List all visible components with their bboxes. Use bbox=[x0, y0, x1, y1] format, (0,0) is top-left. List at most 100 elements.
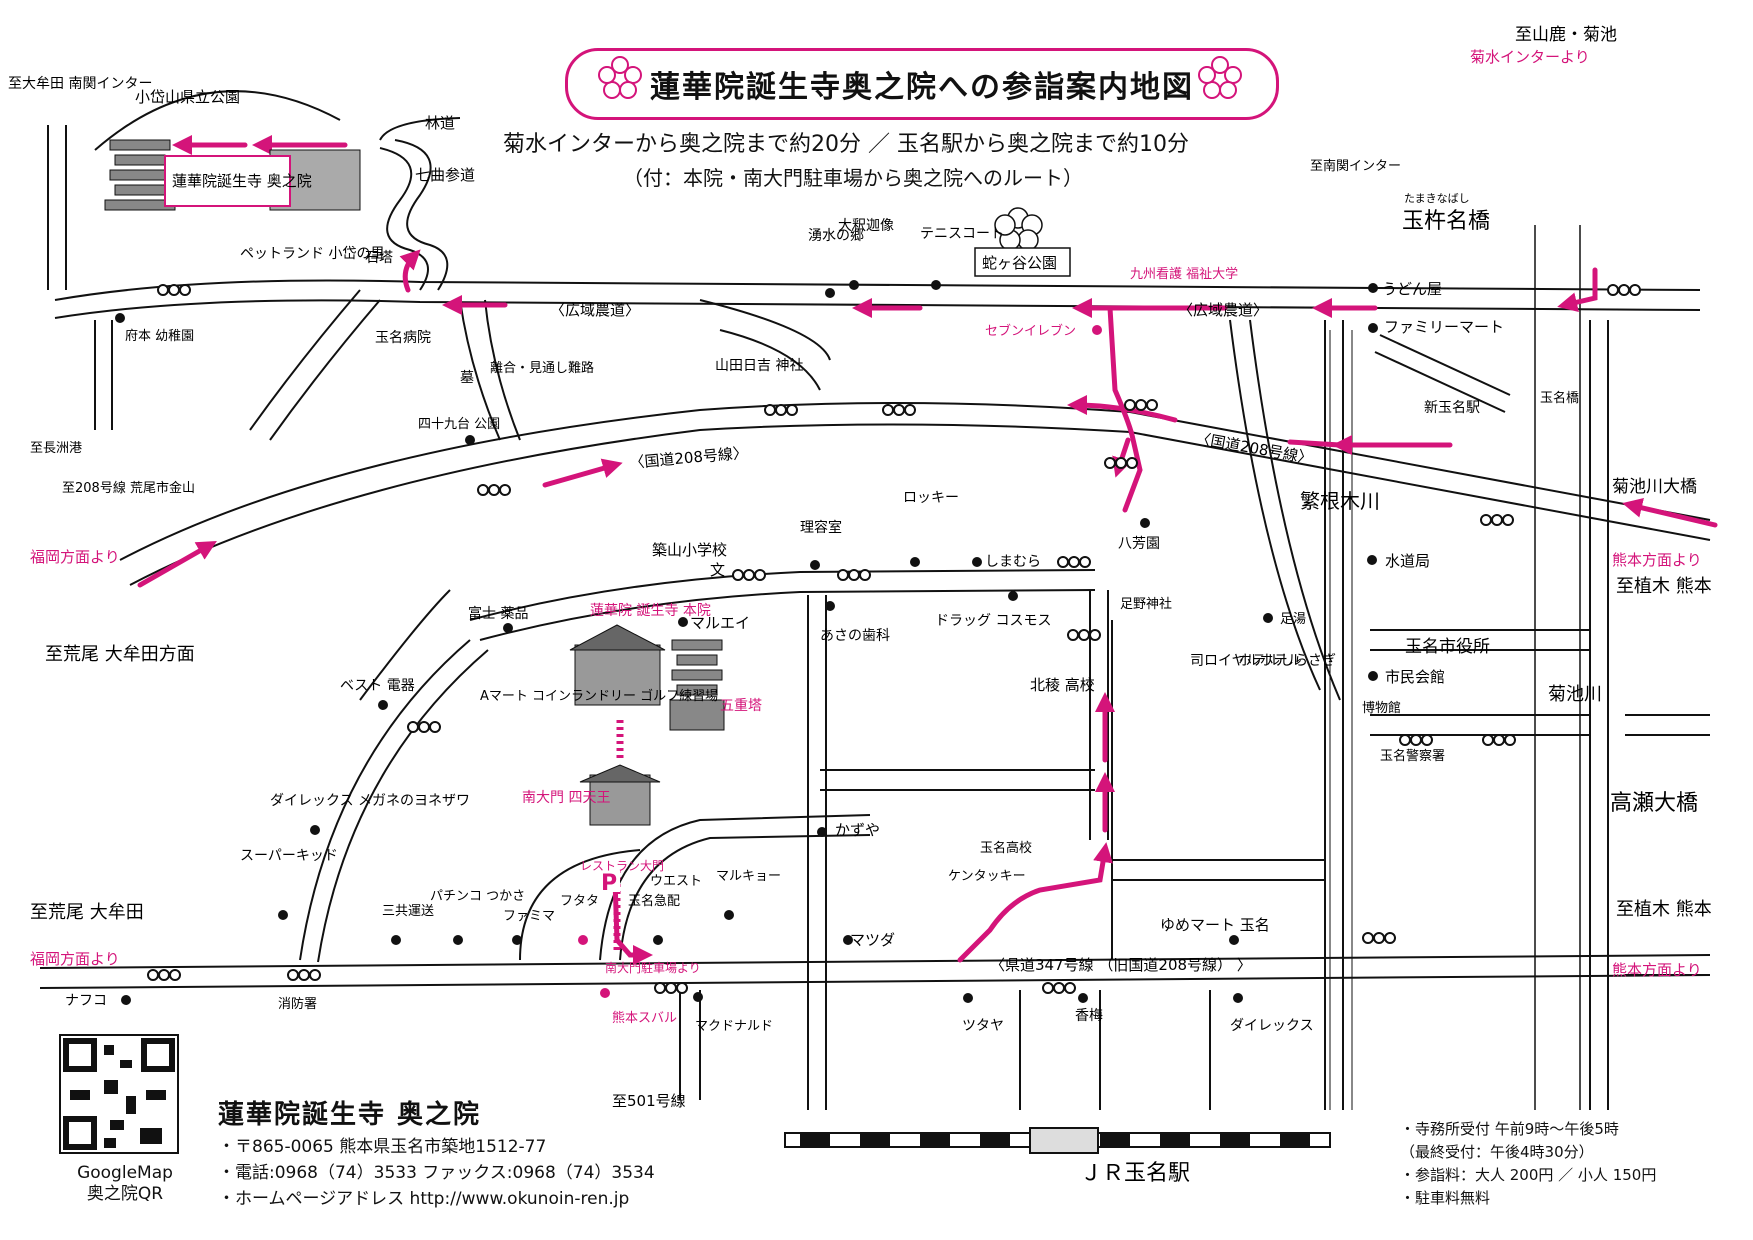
road-label-to501: 至501号線 bbox=[612, 1092, 686, 1110]
label-restaurant-nandaimon: レストラン大門 bbox=[580, 859, 664, 873]
road-network bbox=[39, 90, 1711, 1110]
label-kikuchigawa-bridge: 菊池川大橋 bbox=[1612, 477, 1697, 497]
label-fuji-yakuhin: 富士 薬品 bbox=[468, 605, 528, 622]
access-route bbox=[137, 135, 1718, 965]
dir-arao-omuta: 至荒尾 大牟田 bbox=[30, 902, 144, 923]
label-haka: 墓 bbox=[460, 370, 474, 386]
label-jagaya: 蛇ヶ谷公園 bbox=[982, 254, 1057, 272]
dir-yamaga-kikuchi: 至山鹿・菊池 bbox=[1515, 25, 1617, 45]
label-yamada-hiyoshi: 山田日吉 神社 bbox=[715, 358, 803, 374]
label-okunoin: 蓮華院誕生寺 奥之院 bbox=[172, 172, 312, 190]
traffic-light bbox=[1124, 399, 1158, 411]
poi-markers bbox=[115, 280, 1378, 1005]
label-tamana-highschool: 玉名高校 bbox=[980, 840, 1032, 856]
traffic-light bbox=[157, 284, 191, 296]
label-rigou: 離合・見通し難路 bbox=[490, 360, 594, 376]
temple-phone: ・電話:0968（74）3533 ファックス:0968（74）3534 bbox=[218, 1163, 655, 1183]
traffic-light bbox=[407, 721, 441, 733]
label-daishaka: 大釈迦像 bbox=[838, 218, 894, 234]
dir-from-kumamoto: 熊本方面より bbox=[1612, 551, 1702, 569]
label-tamana-police: 玉名警察署 bbox=[1380, 748, 1445, 764]
dir-to-arao-omuta-main: 至荒尾 大牟田方面 bbox=[45, 644, 195, 665]
dir-from-fukuoka-2: 福岡方面より bbox=[30, 950, 120, 968]
flower-emblem-icon bbox=[598, 56, 1242, 99]
label-nandaimon: 南大門 四天王 bbox=[522, 790, 610, 806]
label-park: 小岱山県立公園 bbox=[135, 88, 240, 106]
label-shimin-kaikan: 市民会館 bbox=[1385, 668, 1445, 686]
label-maruei: マルエイ bbox=[690, 614, 750, 632]
dir-to-omuta-minamiseki: 至大牟田 南関インター bbox=[8, 76, 152, 92]
label-tamakina-ruby: たまきなばし bbox=[1404, 192, 1470, 205]
road-label-kouiki: 〈広域農道〉 bbox=[550, 301, 640, 319]
temple-name: 蓮華院誕生寺 奥之院 bbox=[218, 1100, 482, 1130]
jagaya-box bbox=[974, 247, 1071, 277]
label-best-denki: ベスト 電器 bbox=[340, 678, 415, 694]
road-label-pref347: 〈県道347号線 （旧国道208号線） 〉 bbox=[990, 956, 1252, 974]
label-futata: フタタ bbox=[560, 894, 599, 909]
label-hotel-shirasagi: ホテルしらさぎ bbox=[1238, 653, 1336, 669]
traffic-light bbox=[1067, 629, 1101, 641]
label-fu-kindergarten: 府本 幼稚園 bbox=[125, 329, 194, 344]
label-suidou: 水道局 bbox=[1385, 552, 1430, 570]
label-rocky: ロッキー bbox=[903, 490, 959, 506]
label-ashino-shrine: 足野神社 bbox=[1120, 596, 1172, 612]
dir-to-nagasu: 至長洲港 bbox=[30, 441, 82, 456]
traffic-light bbox=[732, 569, 766, 581]
parking-fee: ・駐車料無料 bbox=[1400, 1189, 1491, 1207]
nandaimon-gate-icon bbox=[579, 764, 661, 826]
traffic-light bbox=[287, 969, 321, 981]
label-kyushu-kango: 九州看護 福祉大学 bbox=[1130, 266, 1238, 282]
label-kikuchigawa: 菊池川 bbox=[1548, 684, 1602, 705]
label-tamana-hospital: 玉名病院 bbox=[375, 330, 431, 346]
traffic-light bbox=[1042, 982, 1076, 994]
label-familymart2: ファミマ bbox=[503, 909, 555, 924]
okunoin-label-box bbox=[164, 155, 291, 207]
label-mcd: マクドナルド bbox=[695, 1019, 773, 1034]
traffic-light bbox=[882, 404, 916, 416]
label-city-office: 玉名市役所 bbox=[1405, 637, 1490, 657]
label-udon: うどん屋 bbox=[1382, 280, 1442, 298]
label-tamakina: 玉杵名橋 bbox=[1402, 209, 1490, 234]
label-shigenegi: 繁根木川 bbox=[1300, 489, 1380, 513]
temple-postal: ・〒865-0065 熊本県玉名市築地1512-77 bbox=[218, 1137, 547, 1157]
honin-temple-icon bbox=[569, 624, 666, 706]
traffic-light bbox=[764, 404, 798, 416]
dir-from-fukuoka: 福岡方面より bbox=[30, 548, 120, 566]
route-time-info: 菊水インターから奥之院まで約20分 ／ 玉名駅から奥之院まで約10分 bbox=[503, 132, 1189, 157]
temple-web: ・ホームページアドレス http://www.okunoin-ren.jp bbox=[218, 1189, 630, 1209]
label-yusui: 湧水の郷 bbox=[808, 228, 864, 244]
last-reception: （最終受付：午後4時30分） bbox=[1400, 1143, 1594, 1161]
gojunoto-icon bbox=[669, 639, 725, 731]
label-shimamura: しまむら bbox=[985, 554, 1041, 570]
label-kumamoto-subaru: 熊本スバル bbox=[612, 1010, 677, 1026]
label-parking-p: P bbox=[601, 871, 617, 896]
label-fire-station: 消防署 bbox=[278, 996, 317, 1012]
label-shijukudai: 四十九台 公園 bbox=[418, 417, 500, 432]
dir-from-kumamoto-2: 熊本方面より bbox=[1612, 961, 1702, 979]
qr-caption-line1: GoogleMap bbox=[77, 1163, 173, 1183]
road-label-kouiki-2: 〈広域農道〉 bbox=[1178, 301, 1268, 319]
label-royal-hotel: 司ロイヤルホテル bbox=[1190, 653, 1302, 669]
dir-to-208-arao: 至208号線 荒尾市金山 bbox=[62, 480, 195, 496]
visit-fee: ・参詣料：大人 200円 ／ 小人 150円 bbox=[1400, 1166, 1657, 1184]
label-nafuko: ナフコ bbox=[65, 993, 107, 1009]
label-tennis: テニスコート bbox=[920, 226, 1004, 242]
label-sankyo: 三共運送 bbox=[382, 904, 434, 919]
temple-address-block: 蓮華院誕生寺 奥之院 ・〒865-0065 熊本県玉名市築地1512-77 ・電… bbox=[218, 1102, 655, 1212]
label-honin: 蓮華院 誕生寺 本院 bbox=[590, 603, 711, 619]
label-bun: 文 bbox=[710, 561, 725, 579]
label-seven: セブンイレブン bbox=[985, 323, 1076, 339]
qr-code bbox=[59, 1034, 179, 1154]
traffic-light bbox=[654, 982, 688, 994]
traffic-light bbox=[837, 569, 871, 581]
road-label-nanamagari: 七曲参道 bbox=[415, 166, 475, 184]
label-pachinko: パチンコ つかさ bbox=[430, 889, 525, 904]
label-marukyo: マルキョー bbox=[716, 869, 781, 884]
label-tsukiyama-school: 築山小学校 bbox=[652, 541, 727, 559]
label-family: ファミリーマート bbox=[1384, 318, 1504, 336]
label-direx2: ダイレックス bbox=[1230, 1018, 1314, 1034]
label-tamana-kyuuden: 玉名急配 bbox=[628, 893, 680, 909]
jr-railway bbox=[784, 1127, 1331, 1154]
qr-caption-line2: 奥之院QR bbox=[86, 1184, 164, 1204]
